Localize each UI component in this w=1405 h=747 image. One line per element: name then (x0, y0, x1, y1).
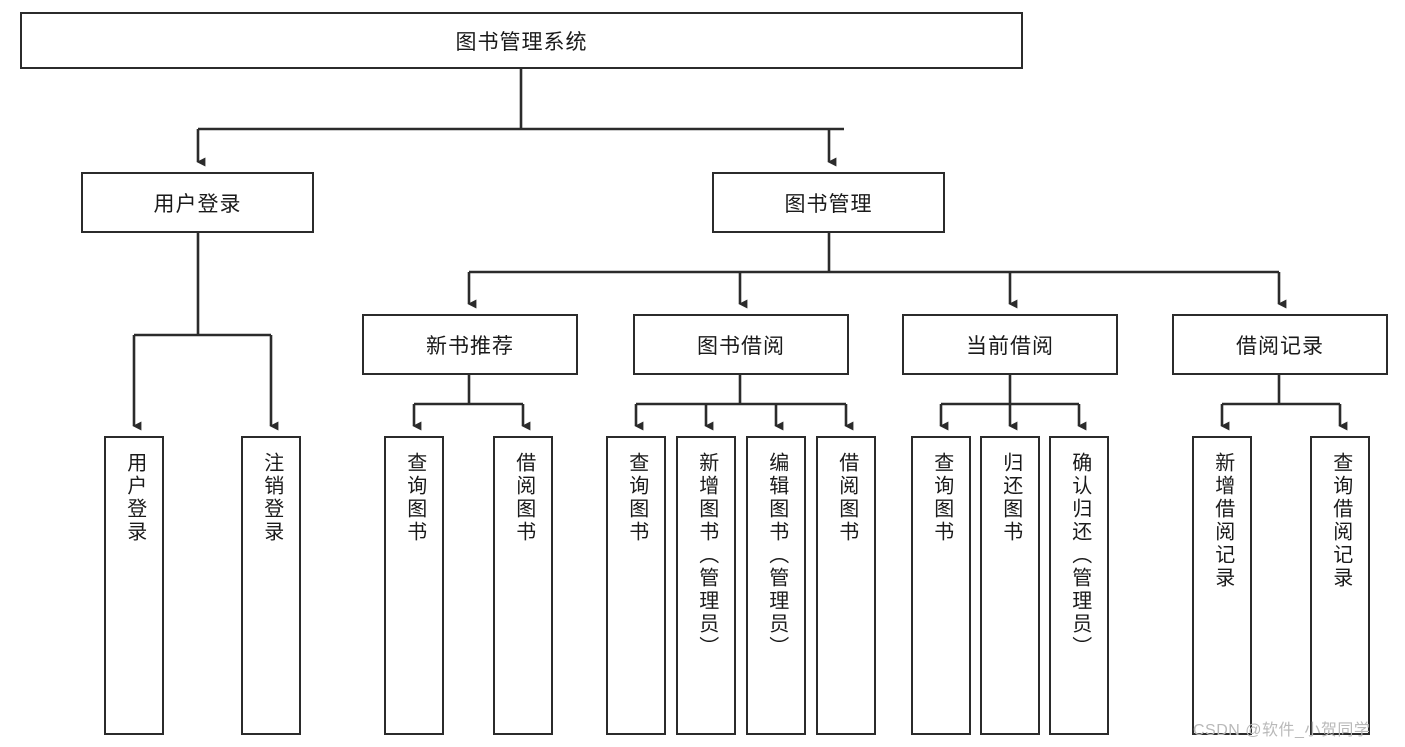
node-new-book-rec-label: 新书推荐 (426, 334, 514, 358)
leaf-query-book-3-label: 查询图书 (930, 452, 953, 544)
leaf-query-book-1[interactable]: 查询图书 (384, 436, 444, 735)
node-book-borrow[interactable]: 图书借阅 (633, 314, 849, 375)
leaf-query-record-label: 查询借阅记录 (1329, 452, 1352, 590)
leaf-query-book-3[interactable]: 查询图书 (911, 436, 971, 735)
leaf-confirm-return-label: 确认归还（管理员） (1068, 452, 1091, 659)
leaf-query-book-2[interactable]: 查询图书 (606, 436, 666, 735)
leaf-query-book-2-label: 查询图书 (625, 452, 648, 544)
node-book-manage[interactable]: 图书管理 (712, 172, 945, 233)
node-user-login[interactable]: 用户登录 (81, 172, 314, 233)
node-new-book-rec[interactable]: 新书推荐 (362, 314, 578, 375)
leaf-borrow-book-1[interactable]: 借阅图书 (493, 436, 553, 735)
node-borrow-record[interactable]: 借阅记录 (1172, 314, 1388, 375)
node-borrow-record-label: 借阅记录 (1236, 334, 1324, 358)
node-current-borrow[interactable]: 当前借阅 (902, 314, 1118, 375)
leaf-query-book-1-label: 查询图书 (403, 452, 426, 544)
leaf-edit-book-label: 编辑图书（管理员） (765, 452, 788, 659)
leaf-borrow-book-2-label: 借阅图书 (835, 452, 858, 544)
csdn-watermark: CSDN @软件_小贺同学 (1193, 722, 1371, 739)
leaf-user-login-label: 用户登录 (123, 452, 146, 544)
leaf-borrow-book-1-label: 借阅图书 (512, 452, 535, 544)
node-root[interactable]: 图书管理系统 (20, 12, 1023, 69)
node-root-label: 图书管理系统 (455, 30, 588, 54)
leaf-add-record-label: 新增借阅记录 (1211, 452, 1234, 590)
leaf-borrow-book-2[interactable]: 借阅图书 (816, 436, 876, 735)
node-current-borrow-label: 当前借阅 (966, 334, 1054, 358)
node-book-borrow-label: 图书借阅 (697, 334, 785, 358)
leaf-add-record[interactable]: 新增借阅记录 (1192, 436, 1252, 735)
leaf-return-book-label: 归还图书 (999, 452, 1022, 544)
leaf-logout-label: 注销登录 (260, 452, 283, 544)
leaf-add-book-label: 新增图书（管理员） (695, 452, 718, 659)
leaf-edit-book[interactable]: 编辑图书（管理员） (746, 436, 806, 735)
leaf-user-login[interactable]: 用户登录 (104, 436, 164, 735)
leaf-add-book[interactable]: 新增图书（管理员） (676, 436, 736, 735)
leaf-logout[interactable]: 注销登录 (241, 436, 301, 735)
leaf-return-book[interactable]: 归还图书 (980, 436, 1040, 735)
node-user-login-label: 用户登录 (153, 192, 242, 216)
node-book-manage-label: 图书管理 (784, 192, 873, 216)
leaf-query-record[interactable]: 查询借阅记录 (1310, 436, 1370, 735)
leaf-confirm-return[interactable]: 确认归还（管理员） (1049, 436, 1109, 735)
